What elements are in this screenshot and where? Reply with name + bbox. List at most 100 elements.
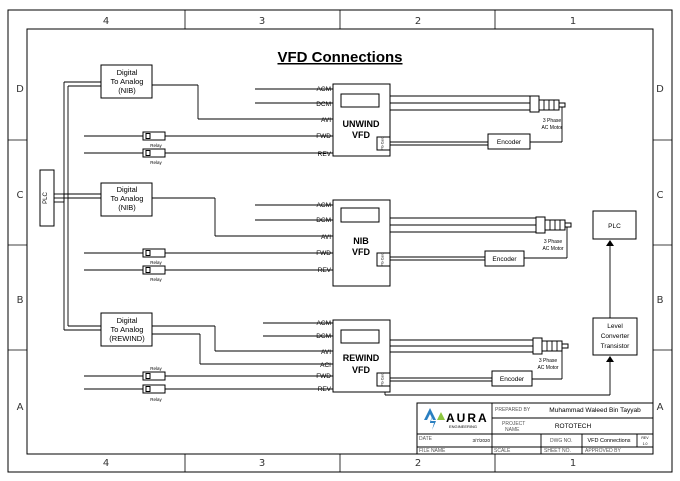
- aura-logo-icon: [424, 408, 445, 430]
- level-converter-line3: Transistor: [601, 343, 630, 350]
- nib-encoder: [484, 250, 525, 267]
- unwind-encoder-link: [530, 107, 563, 143]
- zone-top-4: 4: [103, 16, 109, 27]
- dac-unwind-line3: (NIB): [118, 86, 136, 95]
- title-block: [416, 402, 654, 455]
- plc-right-label: PLC: [608, 223, 621, 230]
- rewind-port-rev: REV: [318, 386, 332, 393]
- zone-right-c: C: [657, 190, 664, 201]
- vfd-rewind-line1: REWIND: [343, 353, 380, 363]
- vfd-unwind-line1: UNWIND: [343, 119, 380, 129]
- rewind-port-avi: AVI: [321, 349, 331, 356]
- unwind-encoder-label: Encoder: [497, 139, 522, 146]
- dwg-value: VFD Connections: [587, 438, 630, 444]
- vfd-rewind-pg-card-label: PG Card: [381, 373, 385, 387]
- rewind-port-fwd: FWD: [316, 373, 331, 380]
- nib-port-fwd: FWD: [316, 250, 331, 257]
- nib-relay-fwd-label: Relay: [150, 260, 162, 265]
- zone-top-2: 2: [415, 16, 421, 27]
- nib-relay-fwd: [142, 248, 166, 258]
- vfd-unwind-pg-card: [376, 136, 391, 151]
- diagram-title: VFD Connections: [277, 49, 402, 66]
- nib-encoder-link: [524, 227, 568, 259]
- project-label-1: PROJECT: [502, 421, 525, 427]
- rewind-motor-line1: 3 Phase: [539, 358, 558, 364]
- unwind-motor-line2: AC Motor: [541, 125, 562, 131]
- rewind-relay-fwd-label: Relay: [150, 366, 162, 371]
- rewind-encoder-label: Encoder: [500, 376, 525, 383]
- rewind-motor-line2: AC Motor: [537, 365, 558, 371]
- scale-label: SCALE: [494, 448, 511, 454]
- date-label: DATE: [419, 436, 433, 442]
- zone-bottom-3: 3: [259, 458, 265, 469]
- zone-labels: 4 3 2 1 4 3 2 1 D C B A D C B A: [16, 16, 664, 469]
- unwind-port-fwd: FWD: [316, 133, 331, 140]
- vfd-nib-pg-card-label: PG Card: [381, 253, 385, 267]
- dac-rewind-line3: (REWIND): [109, 334, 145, 343]
- dac-rewind-block: [100, 312, 153, 347]
- rewind-port-aci: ACI: [320, 362, 331, 369]
- nib-port-dcm: DCM: [316, 217, 331, 224]
- plc-left-label: PLC: [43, 191, 49, 203]
- unwind-port-avi: AVI: [321, 117, 331, 124]
- unwind-port-dcm: DCM: [316, 101, 331, 108]
- zone-left-b: B: [17, 295, 24, 306]
- date-value: 3/7/2020: [472, 438, 490, 443]
- dac-nib-line2: To Analog: [111, 194, 144, 203]
- nib-relay-rev-label: Relay: [150, 277, 162, 282]
- dac-unwind-line1: Digital: [117, 68, 138, 77]
- plc-right-block: [592, 210, 637, 240]
- level-converter-block: [592, 317, 638, 356]
- zone-grid: [8, 10, 672, 472]
- vfd-unwind-line2: VFD: [352, 130, 371, 140]
- unwind-relay-rev-label: Relay: [150, 160, 162, 165]
- zone-left-c: C: [17, 190, 24, 201]
- nib-port-avi: AVI: [321, 234, 331, 241]
- vfd-unwind-pg-card-label: PG Card: [381, 137, 385, 151]
- unwind-motor-line1: 3 Phase: [543, 118, 562, 124]
- nib-motor-line2: AC Motor: [542, 246, 563, 252]
- nib-motor: [535, 216, 572, 234]
- vfd-rewind-display: [340, 329, 380, 344]
- vfd-rewind-line2: VFD: [352, 365, 371, 375]
- unwind-relay-rev: [142, 148, 166, 158]
- unwind-encoder: [487, 133, 531, 150]
- vfd-rewind-pg-card: [376, 372, 391, 387]
- dac-unwind-line2: To Analog: [111, 77, 144, 86]
- rewind-motor: [532, 337, 569, 355]
- dac-unwind-block: [100, 64, 153, 99]
- vfd-nib-line1: NIB: [353, 236, 369, 246]
- zone-bottom-1: 1: [570, 458, 576, 469]
- zone-right-b: B: [657, 295, 664, 306]
- unwind-motor: [529, 95, 566, 113]
- vfd-nib-line2: VFD: [352, 247, 371, 257]
- rewind-wires: [84, 322, 610, 396]
- approved-by-label: APPROVED BY: [585, 448, 622, 454]
- dac-nib-line1: Digital: [117, 185, 138, 194]
- dac-rewind-line2: To Analog: [111, 325, 144, 334]
- unwind-wires: [84, 84, 530, 154]
- rev-value: 1.0: [643, 442, 648, 446]
- nib-port-acm: ACM: [317, 202, 331, 209]
- vfd-unwind-display: [340, 93, 380, 108]
- rewind-encoder-link: [532, 348, 563, 380]
- unwind-port-rev: REV: [318, 151, 332, 158]
- rewind-port-acm: ACM: [317, 320, 331, 327]
- prepared-by-value: Muhammad Waleed Bin Tayyab: [549, 407, 641, 414]
- rewind-relay-fwd: [142, 371, 166, 381]
- zone-right-a: A: [657, 402, 664, 413]
- level-converter-line2: Converter: [601, 333, 630, 340]
- vfd-nib-pg-card: [376, 252, 391, 267]
- zone-right-d: D: [656, 84, 664, 95]
- rewind-port-dcm: DCM: [316, 333, 331, 340]
- unwind-port-acm: ACM: [317, 86, 331, 93]
- sheet-no-label: SHEET NO.: [544, 448, 571, 454]
- zone-left-d: D: [16, 84, 24, 95]
- level-converter-line1: Level: [607, 323, 623, 330]
- vfd-nib-display: [340, 207, 380, 223]
- project-value: ROTOTECH: [555, 423, 592, 430]
- unwind-relay-fwd-label: Relay: [150, 143, 162, 148]
- nib-port-rev: REV: [318, 267, 332, 274]
- nib-relay-rev: [142, 265, 166, 275]
